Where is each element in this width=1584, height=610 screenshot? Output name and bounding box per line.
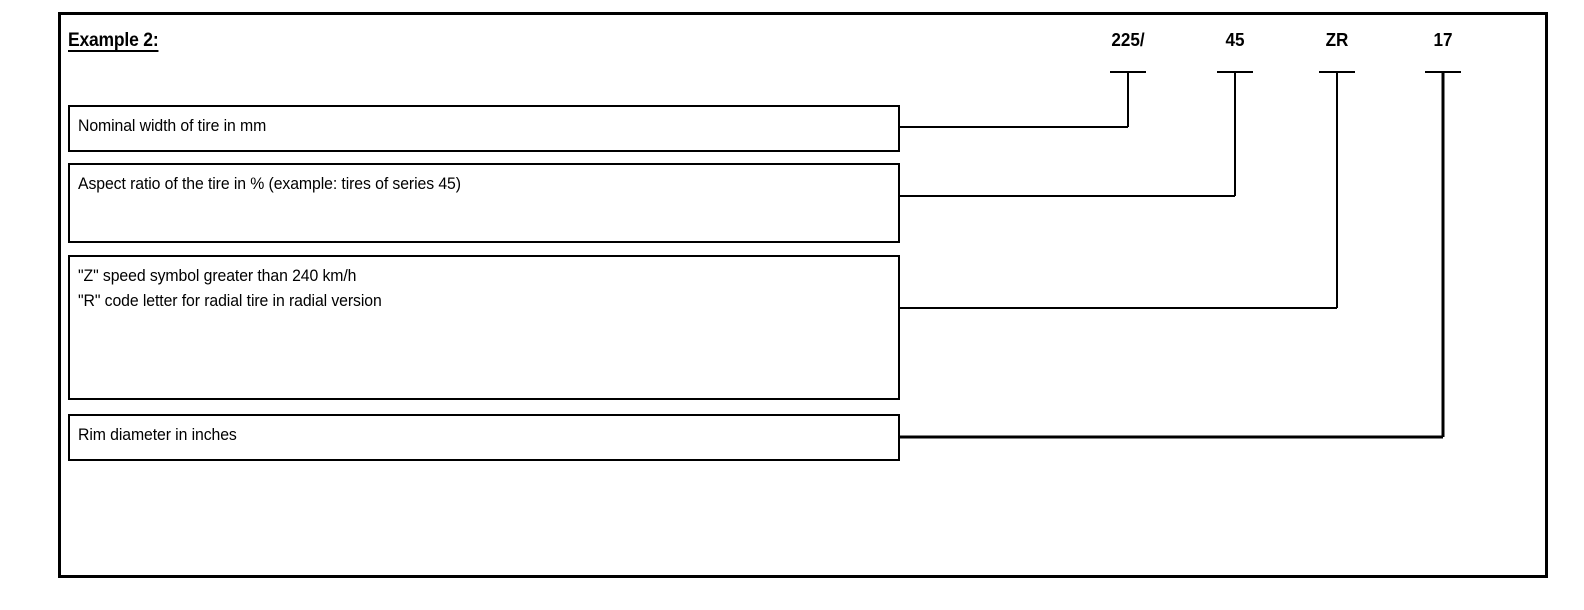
page-title: Example 2:	[68, 30, 159, 51]
marking-label-speed-radial: ZR	[1325, 30, 1349, 50]
description-box-rim-diameter: Rim diameter in inches	[68, 414, 900, 461]
description-text-nominal-width: Nominal width of tire in mm	[78, 116, 267, 135]
description-box-nominal-width: Nominal width of tire in mm	[68, 105, 900, 152]
description-text-speed-radial: "Z" speed symbol greater than 240 km/h "…	[78, 266, 382, 310]
marking-label-nominal-width: 225/	[1111, 30, 1145, 50]
description-box-aspect-ratio: Aspect ratio of the tire in % (example: …	[68, 163, 900, 243]
marking-label-aspect-ratio: 45	[1225, 30, 1245, 50]
description-text-aspect-ratio: Aspect ratio of the tire in % (example: …	[78, 174, 461, 193]
description-box-speed-radial: "Z" speed symbol greater than 240 km/h "…	[68, 255, 900, 400]
marking-label-rim-diameter: 17	[1433, 30, 1453, 50]
description-text-rim-diameter: Rim diameter in inches	[78, 425, 237, 444]
